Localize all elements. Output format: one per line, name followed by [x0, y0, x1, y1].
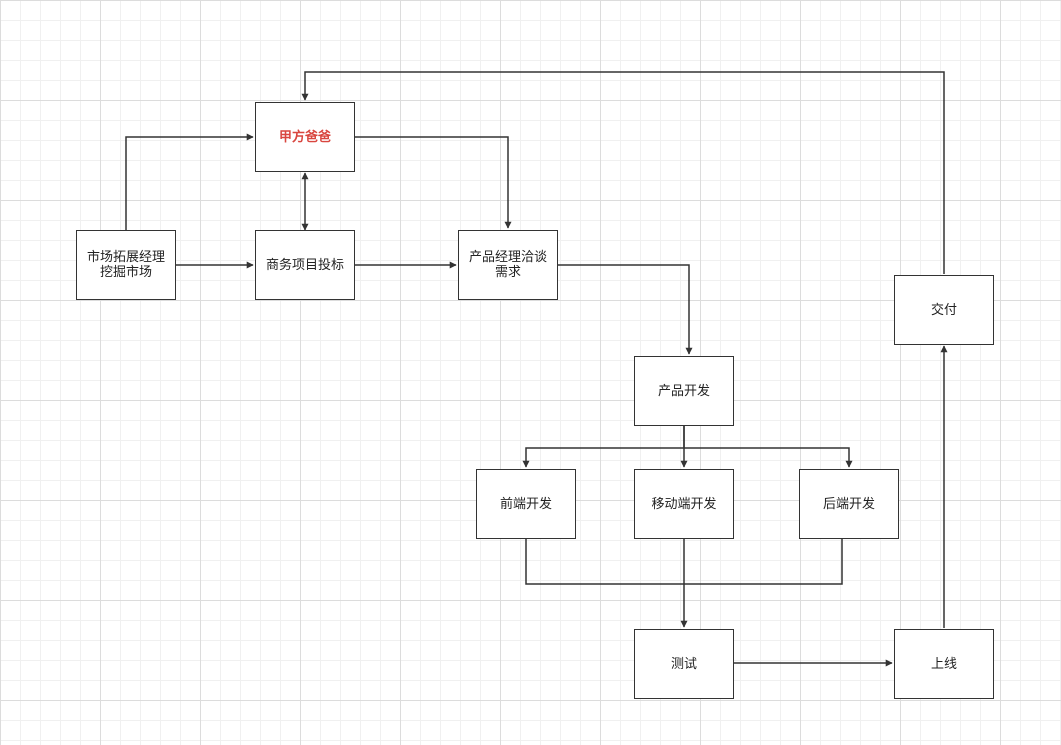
node-deliver[interactable]: 交付: [894, 275, 994, 345]
node-market-label: 市场拓展经理 挖掘市场: [86, 250, 165, 280]
node-frontend-label: 前端开发: [499, 496, 552, 512]
node-dev[interactable]: 产品开发: [634, 356, 734, 426]
node-pm-label: 产品经理洽谈 需求: [468, 250, 547, 280]
edge-client-to-pm: [355, 136, 512, 229]
node-bid[interactable]: 商务项目投标: [255, 230, 355, 300]
node-mobile[interactable]: 移动端开发: [634, 469, 734, 539]
node-mobile-label: 移动端开发: [651, 496, 717, 512]
node-dev-label: 产品开发: [657, 383, 710, 399]
node-backend[interactable]: 后端开发: [799, 469, 899, 539]
node-launch[interactable]: 上线: [894, 629, 994, 699]
node-pm[interactable]: 产品经理洽谈 需求: [458, 230, 558, 300]
node-test[interactable]: 测试: [634, 629, 734, 699]
node-backend-label: 后端开发: [822, 496, 875, 512]
node-client-label: 甲方爸爸: [278, 129, 331, 145]
node-bid-label: 商务项目投标: [265, 257, 344, 273]
edge-deliver-to-client: [301, 71, 945, 274]
edge-frontend-merge: [525, 539, 843, 585]
node-frontend[interactable]: 前端开发: [476, 469, 576, 539]
node-client[interactable]: 甲方爸爸: [255, 102, 355, 172]
node-market[interactable]: 市场拓展经理 挖掘市场: [76, 230, 176, 300]
edge-dev-to-backend: [684, 447, 853, 468]
edge-pm-to-dev: [558, 264, 693, 355]
edge-dev-to-frontend: [522, 426, 685, 468]
node-launch-label: 上线: [930, 656, 957, 672]
node-deliver-label: 交付: [930, 302, 957, 318]
edge-market-to-client: [125, 133, 254, 230]
node-test-label: 测试: [670, 656, 697, 672]
